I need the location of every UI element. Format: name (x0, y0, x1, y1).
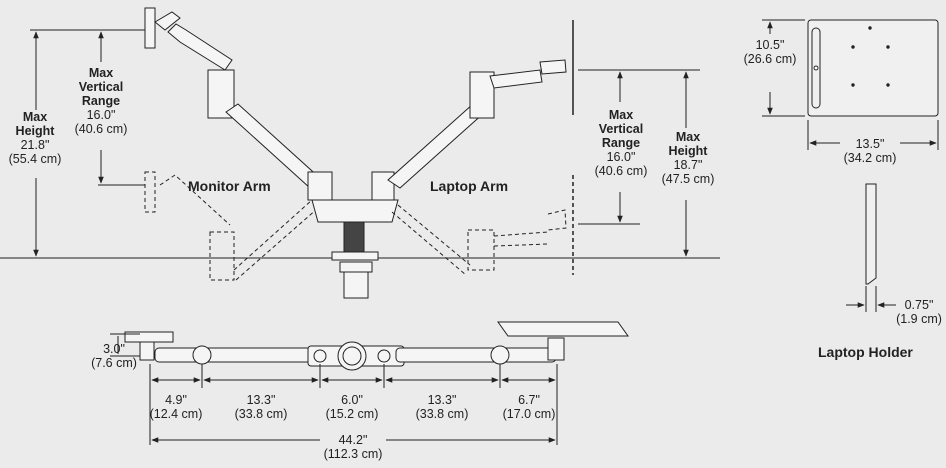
laptop-arm-raised (371, 20, 574, 201)
top-total-label: 44.2"(112.3 cm) (323, 433, 383, 461)
top-seg3-label: 6.0"(15.2 cm) (325, 393, 379, 421)
monitor-arm-title: Monitor Arm (188, 178, 271, 194)
top-view-arm (124, 321, 629, 371)
center-clamp (311, 199, 399, 299)
monitor-arm-raised (144, 7, 333, 201)
laptop-arm-title: Laptop Arm (430, 178, 509, 194)
holder-height-label: 10.5"(26.6 cm) (743, 38, 797, 66)
top-seg2-label: 13.3"(33.8 cm) (234, 393, 288, 421)
holder-width-label: 13.5"(34.2 cm) (843, 137, 897, 165)
top-seg5-label: 6.7"(17.0 cm) (502, 393, 556, 421)
right-max-height-dim (578, 69, 700, 257)
laptop-holder-title: Laptop Holder (818, 344, 913, 360)
laptop-arm-lowered (391, 175, 574, 276)
laptop-holder-side (846, 183, 896, 312)
top-offset-label: 3.0"(7.6 cm) (91, 342, 137, 370)
holder-depth-label: 0.75"(1.9 cm) (896, 298, 942, 326)
laptop-holder-dims (762, 19, 939, 150)
left-max-height-dim (30, 29, 145, 257)
top-seg1-label: 4.9"(12.4 cm) (149, 393, 203, 421)
top-seg4-label: 13.3"(33.8 cm) (415, 393, 469, 421)
monitor-arm-lowered (144, 171, 319, 281)
laptop-holder-plate (807, 19, 939, 117)
top-view-dims (110, 333, 558, 445)
